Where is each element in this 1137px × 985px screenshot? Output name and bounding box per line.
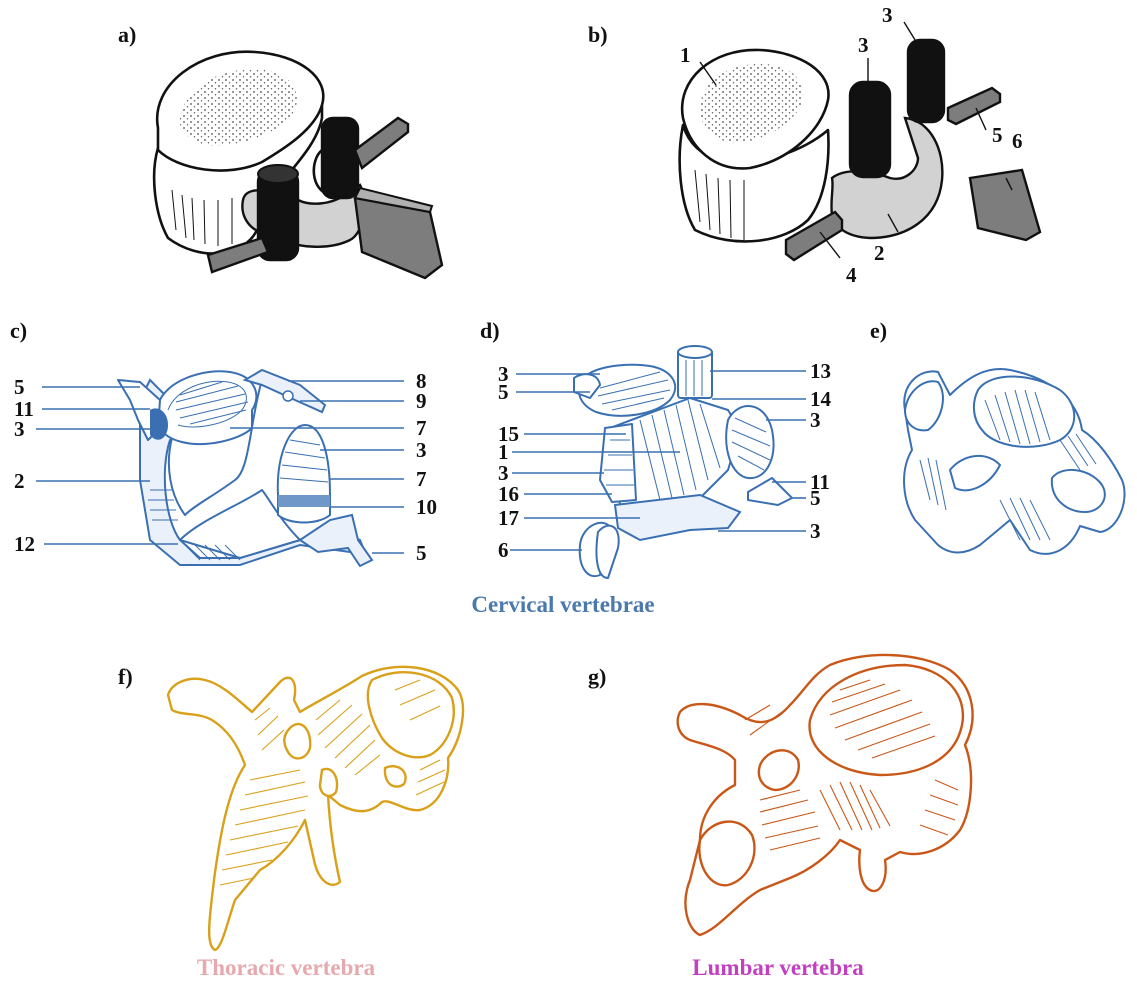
label-d-16: 16 <box>498 482 519 506</box>
panel-a-pillar-back <box>322 118 358 198</box>
label-c-3b: 3 <box>416 438 427 462</box>
label-c-7b: 7 <box>416 467 427 491</box>
panel-d: d) <box>480 318 832 578</box>
panel-b: b) 1 3 3 5 6 2 4 <box>588 3 1040 287</box>
label-d-5: 5 <box>498 380 509 404</box>
label-c-7a: 7 <box>416 416 427 440</box>
panel-c-letter: c) <box>10 318 27 343</box>
label-b-6: 6 <box>1012 129 1023 153</box>
caption-thoracic: Thoracic vertebra <box>197 955 376 980</box>
caption-cervical: Cervical vertebrae <box>471 592 654 617</box>
label-c-9: 9 <box>416 389 427 413</box>
panel-c-right-pillar <box>278 425 330 523</box>
label-b-1: 1 <box>680 43 691 67</box>
label-b-5: 5 <box>992 123 1003 147</box>
panel-b-pillar-left <box>850 82 890 177</box>
label-d-17: 17 <box>498 506 519 530</box>
panel-e: e) <box>870 318 1125 554</box>
label-c-5: 5 <box>14 375 25 399</box>
panel-f-letter: f) <box>118 664 133 689</box>
label-b-3b: 3 <box>882 3 893 27</box>
panel-a: a) <box>118 22 442 278</box>
label-b-2: 2 <box>874 241 885 265</box>
label-c-10: 10 <box>416 495 437 519</box>
label-d-6: 6 <box>498 538 509 562</box>
panel-c: c) <box>10 318 437 566</box>
label-c-3: 3 <box>14 417 25 441</box>
panel-a-bar-right <box>355 118 408 168</box>
label-d-13: 13 <box>810 359 831 383</box>
panel-g-letter: g) <box>588 664 606 689</box>
panel-g: g) <box>588 655 973 935</box>
label-b-3a: 3 <box>858 33 869 57</box>
label-c-2: 2 <box>14 469 25 493</box>
panel-b-block-6 <box>970 170 1040 240</box>
panel-b-letter: b) <box>588 22 608 47</box>
panel-b-block-5 <box>948 88 1000 124</box>
panel-d-letter: d) <box>480 318 500 343</box>
label-b-4: 4 <box>846 263 857 287</box>
panel-a-letter: a) <box>118 22 136 47</box>
caption-lumbar: Lumbar vertebra <box>692 955 864 980</box>
panel-e-letter: e) <box>870 318 887 343</box>
label-c-12: 12 <box>14 532 35 556</box>
panel-f: f) <box>118 664 463 950</box>
label-d-5b: 5 <box>810 486 821 510</box>
label-c-5b: 5 <box>416 541 427 565</box>
label-d-3c: 3 <box>810 408 821 432</box>
panel-b-pillar-right <box>908 40 944 122</box>
label-d-3d: 3 <box>810 519 821 543</box>
